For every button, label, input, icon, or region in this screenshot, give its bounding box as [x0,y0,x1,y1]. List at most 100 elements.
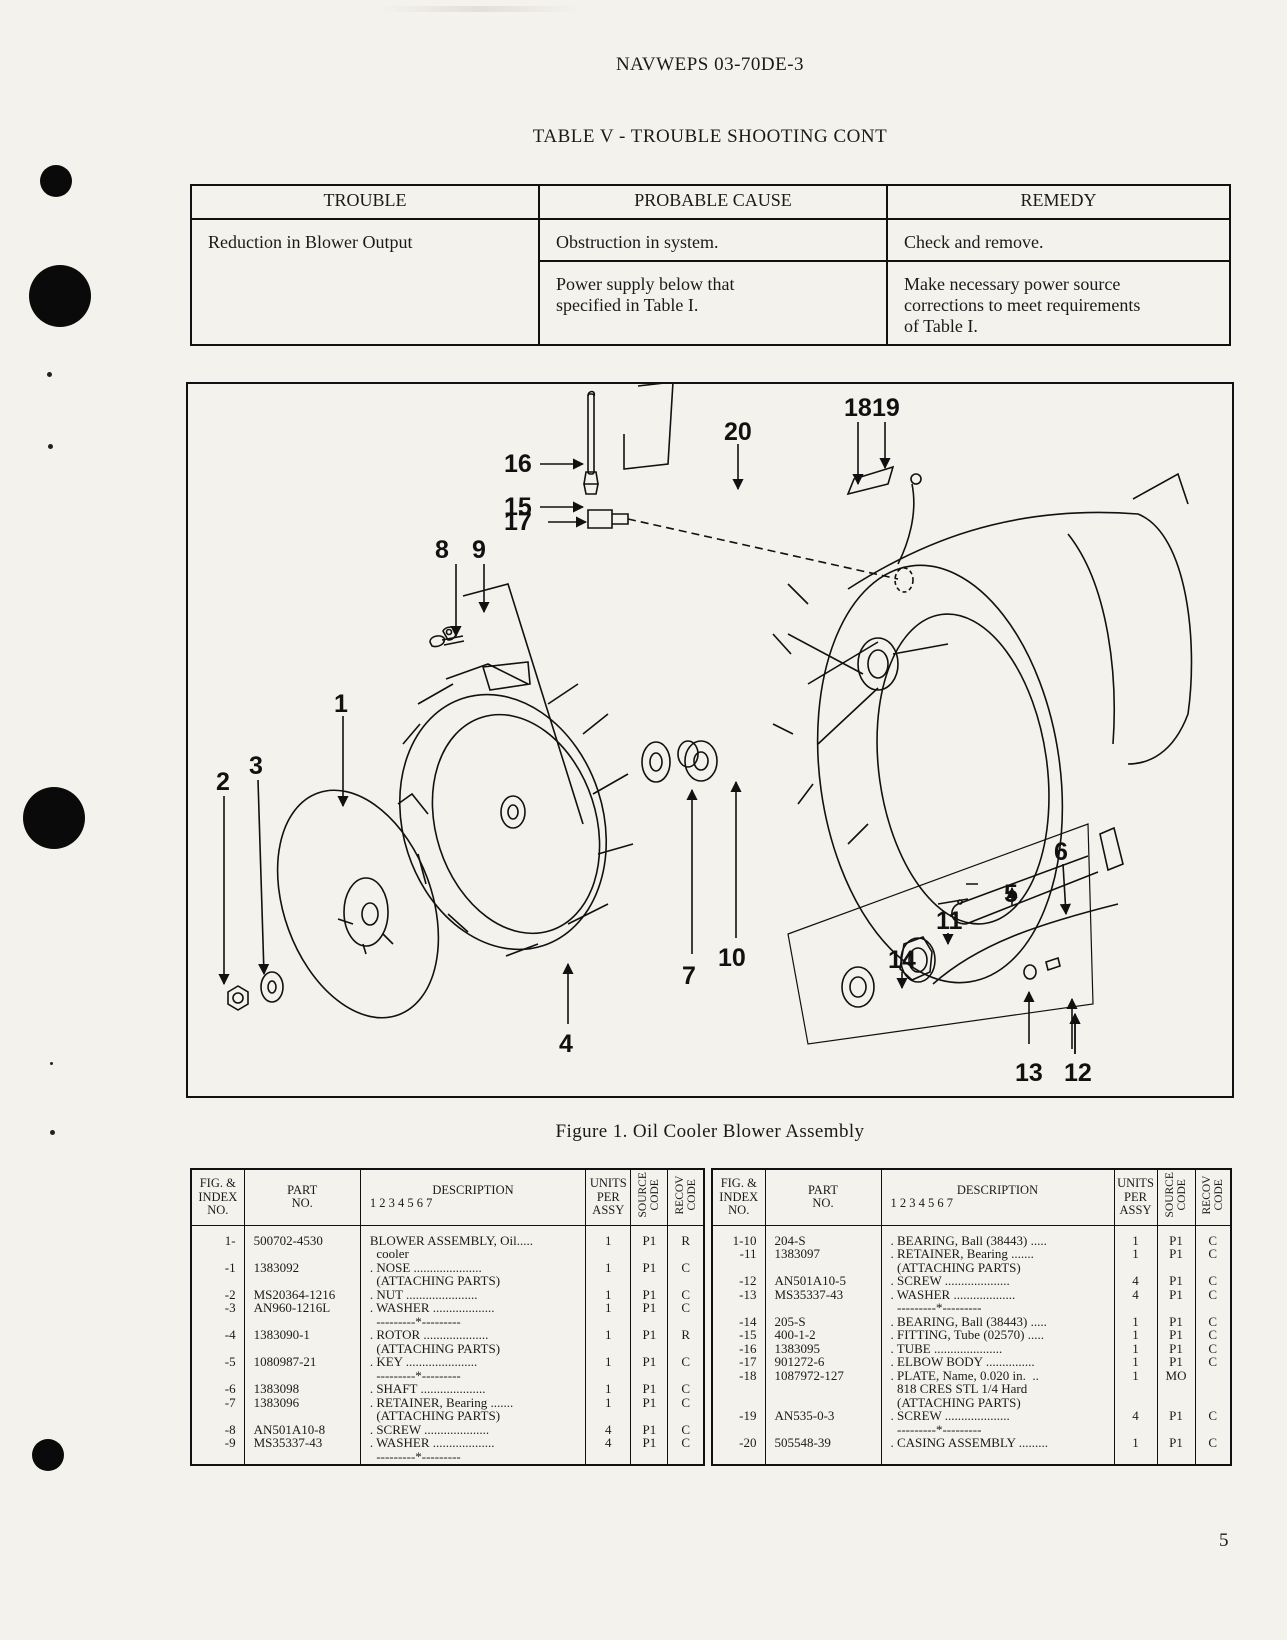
parts-list-cell: P1 [1169,1273,1183,1288]
parts-list-cell [775,1396,881,1410]
header-source-code: SOURCE CODE [1157,1169,1196,1226]
parts-list-cell: -18 [739,1367,757,1383]
parts-list-cell [254,1247,360,1261]
parts-list-cell: P1 [642,1394,657,1410]
header-line: INDEX [198,1189,238,1204]
parts-list-cell: 1 [605,1327,612,1342]
parts-list-cell [631,1247,667,1261]
parts-list-cell [668,1315,703,1329]
parts-list-cell [631,1274,667,1288]
header-fig-index: FIG. & INDEX NO. [712,1169,766,1226]
parts-list-cell [668,1409,703,1423]
parts-list-cell: P1 [642,1259,657,1275]
parts-list-cell: -19 [739,1408,757,1423]
parts-list-cell [586,1369,630,1383]
parts-list-cell: 1 [605,1354,612,1369]
callout-13: 13 [1015,1059,1043,1087]
parts-list-cell [254,1274,360,1288]
remedy-text-line: of Table I. [904,316,978,336]
header-line: NO. [207,1203,229,1217]
parts-list-cell: C [681,1394,691,1410]
parts-list-cell: . NOSE ..................... [369,1259,482,1275]
parts-list-cell: P1 [1169,1354,1183,1369]
parts-list-cell: 1 [1132,1232,1139,1248]
trouble-shooting-table: TROUBLE PROBABLE CAUSE REMEDY Reduction … [190,184,1231,346]
header-line: PART [807,1182,839,1197]
parts-list-cell [668,1342,703,1356]
casing-assembly-drawing [772,465,1193,985]
parts-list-cell [631,1409,667,1423]
header-trouble: TROUBLE [190,184,540,220]
parts-list-cell [1196,1396,1231,1410]
header-line: PART [287,1182,318,1197]
parts-list-cell: MS20364-1216 [253,1286,336,1302]
parts-list-cell: AN960-1216L [253,1300,331,1315]
parts-list-cell: 505548-39 [774,1435,831,1450]
parts-list-cell [192,1274,236,1288]
column-description: . BEARING, Ball (38443) ...... RETAINER,… [881,1225,1115,1465]
parts-list-cell: . TUBE ..................... [890,1340,1003,1356]
parts-list-cell: AN501A10-5 [774,1273,847,1288]
parts-list-cell [254,1369,360,1383]
header-units-per-assy: UNITS PER ASSY [585,1169,632,1226]
callout-4: 4 [559,1030,573,1058]
parts-list-cell [586,1315,630,1329]
callout-17: 17 [504,508,532,536]
column-index: 1-10-11-12-13-14-15-16-17-18-19-20 [712,1225,766,1465]
parts-list-cell: ---------*--------- [369,1367,461,1383]
parts-list-cell: P1 [1169,1286,1183,1302]
parts-list-cell [192,1342,236,1356]
parts-list-cell: 818 CRES STL 1/4 Hard [890,1381,1028,1396]
parts-list-cell [1115,1396,1157,1410]
parts-list-cell: ---------*--------- [369,1448,461,1464]
parts-list-cell: C [1208,1273,1218,1288]
parts-list-cell: . KEY ...................... [369,1354,478,1369]
parts-list-cell: -4 [224,1327,236,1342]
parts-list-cell: 901272-6 [774,1354,825,1369]
parts-list-cell: . SCREW .................... [890,1408,1010,1423]
callout-6: 6 [1054,838,1068,866]
parts-list-cell [254,1409,360,1423]
parts-list-cell: 1 [1132,1435,1139,1450]
parts-list-cell [586,1409,630,1423]
parts-list-cell: C [1208,1340,1218,1356]
parts-list-cell: BLOWER ASSEMBLY, Oil..... [369,1232,533,1248]
parts-list-cell [713,1301,757,1315]
scan-speck [50,1130,55,1135]
header-line: NO. [728,1203,750,1217]
parts-list-cell [586,1247,630,1261]
callout-5: 5 [1004,880,1018,908]
parts-list-cell [713,1423,757,1437]
parts-list-cell [1158,1261,1195,1275]
parts-list-cell [1115,1261,1157,1275]
column-index: 1--1-2-3-4-5-6-7-8-9 [191,1225,245,1465]
page-number: 5 [1219,1530,1229,1551]
header-line: SOURCE CODE [1164,1172,1188,1219]
parts-list-cell: C [681,1300,691,1315]
header-units-per-assy: UNITS PER ASSY [1114,1169,1158,1226]
parts-list-cell [192,1247,236,1261]
parts-list-cell: ---------*--------- [369,1313,461,1329]
parts-list-cell: -8 [224,1421,236,1437]
parts-list-cell: -15 [739,1327,757,1342]
scan-speck [50,1062,53,1065]
punch-hole [29,265,91,327]
parts-list-cell: P1 [642,1286,657,1302]
parts-list-cell: ---------*--------- [890,1300,982,1315]
parts-list-cell: -11 [739,1246,757,1261]
parts-list-cell [775,1301,881,1315]
parts-list-cell: 4 [1132,1408,1139,1423]
parts-list-cell: (ATTACHING PARTS) [890,1259,1021,1275]
parts-list-cell: 400-1-2 [774,1327,816,1342]
parts-list-cell: C [1208,1286,1218,1302]
parts-list-cell: R [681,1232,691,1248]
parts-list-cell [1158,1423,1195,1437]
header-line: FIG. & [720,1176,757,1190]
header-description: DESCRIPTION 1 2 3 4 5 6 7 [360,1169,587,1226]
header-line: SOURCE CODE [637,1172,662,1219]
parts-list-cell: C [1208,1408,1218,1423]
header-line: NO. [812,1196,834,1211]
parts-list-cell: 1383096 [253,1394,300,1410]
